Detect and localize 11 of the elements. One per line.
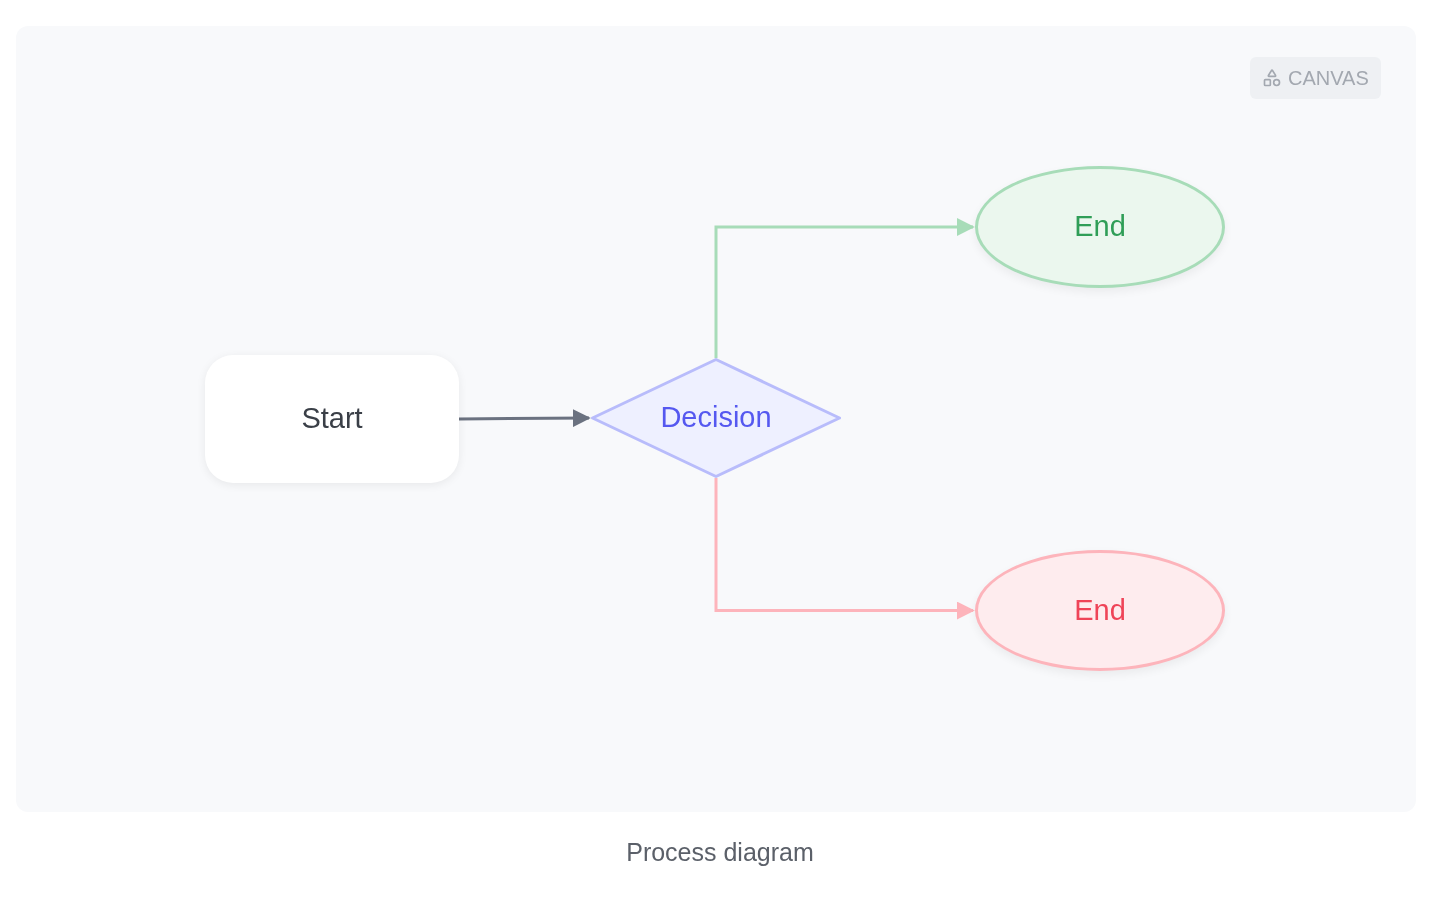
node-label: Start bbox=[301, 401, 363, 437]
arrow bbox=[714, 218, 975, 358]
arrow bbox=[714, 478, 975, 620]
arrow bbox=[459, 409, 591, 428]
start-box bbox=[205, 355, 459, 483]
node-label: End bbox=[1074, 592, 1126, 628]
caption: Process diagram bbox=[625, 837, 815, 868]
node-label: Decision bbox=[660, 400, 772, 436]
decision-diamond bbox=[591, 358, 841, 478]
node-label: End bbox=[1074, 209, 1126, 245]
canvas-badge: CANVAS bbox=[1250, 57, 1381, 99]
